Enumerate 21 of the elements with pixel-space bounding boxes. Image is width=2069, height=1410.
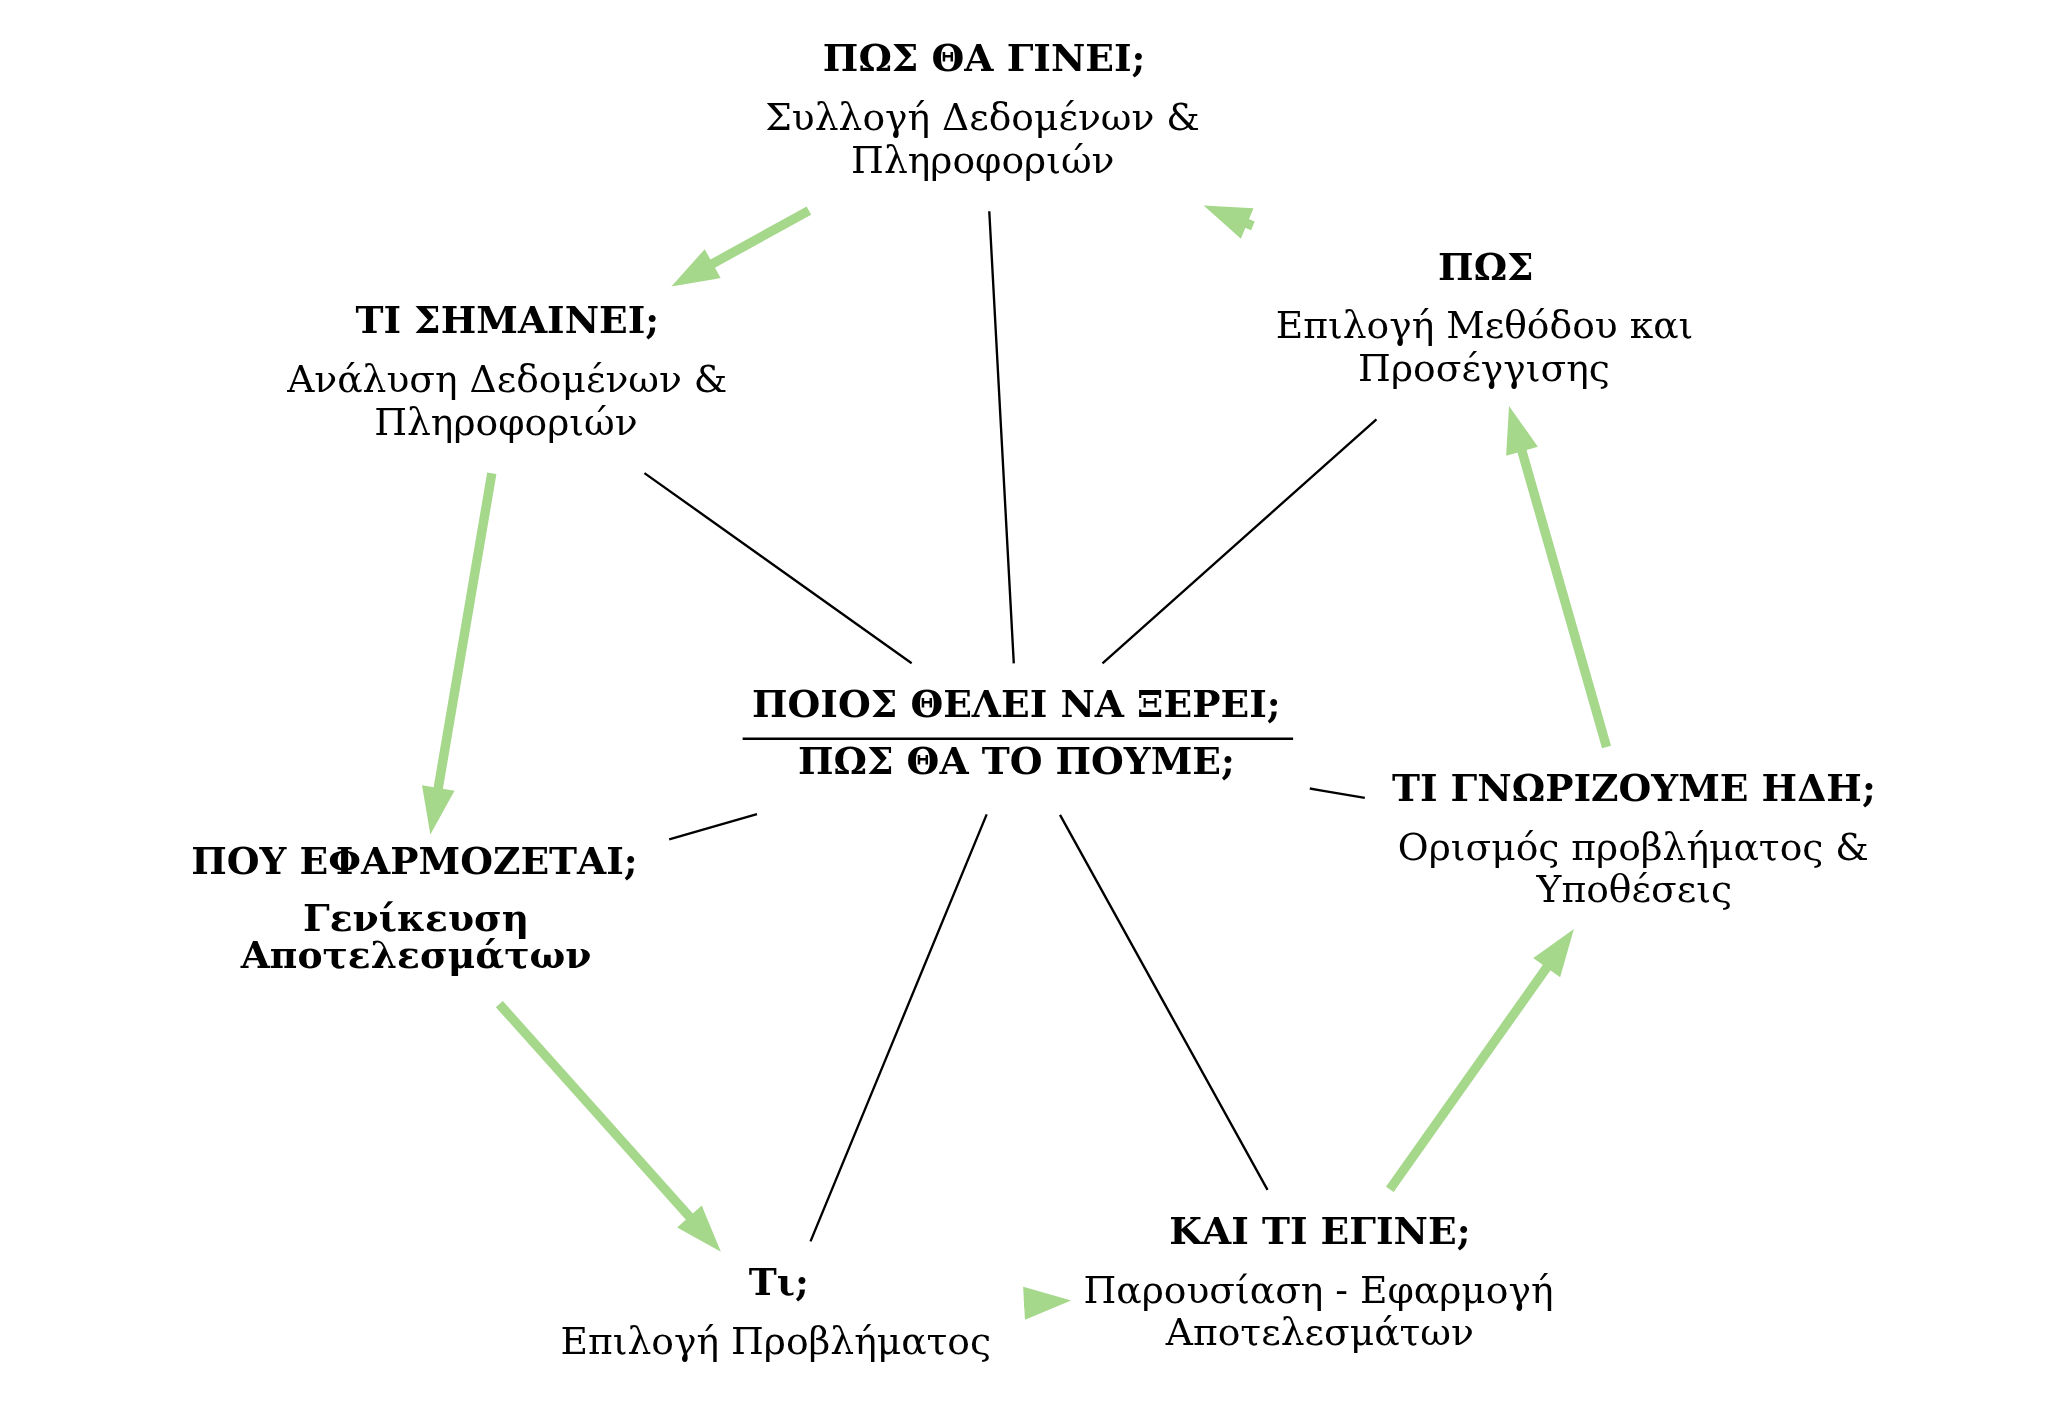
connector [1059,814,1269,1191]
connector [1309,787,1366,799]
connector [809,813,988,1242]
node-text: ΚΑΙ ΤΙ ΕΓΙΝΕ; Παρουσίαση - Εφαρμογή Αποτελεσμάτων [1083,1208,1554,1354]
node-text: Τι; Επιλογή Προβλήματος [560,1260,992,1364]
arrow [671,206,812,287]
arrow [1385,929,1574,1193]
node-label: ΠΩΣ ΘΑ ΤΟ ΠΟΥΜΕ; [797,738,1235,783]
connector [1101,418,1378,665]
node-text: ΤΙ ΓΝΩΡΙΖΟΥΜΕ ΗΔΗ; Ορισμός προβλήματος & Υποθέσεις [1391,765,1876,912]
arrow [495,1001,721,1252]
node-text: ΠΩΣ ΘΑ ΓΙΝΕΙ; Συλλογή Δεδομένων & Πληροφοριών [765,36,1200,182]
node-text: ΠΟΥ ΕΦΑΡΜΟΖΕΤΑΙ; Γενίκευση Αποτελεσμάτων [191,839,638,978]
node-label: ΠΟΙΟΣ ΘΕΛΕΙ ΝΑ ΞΕΡΕΙ; [752,682,1281,727]
node-text: ΤΙ ΣΗΜΑΙΝΕΙ; Ανάλυση Δεδομένων & Πληροφοριών [287,298,728,444]
arrow [1506,405,1612,749]
arrow [422,472,497,835]
connector [668,812,758,841]
node-text: ΠΩΣ Επιλογή Μεθόδου και Προσέγγισης [1275,244,1694,390]
connector [643,472,913,665]
connector [988,211,1015,664]
